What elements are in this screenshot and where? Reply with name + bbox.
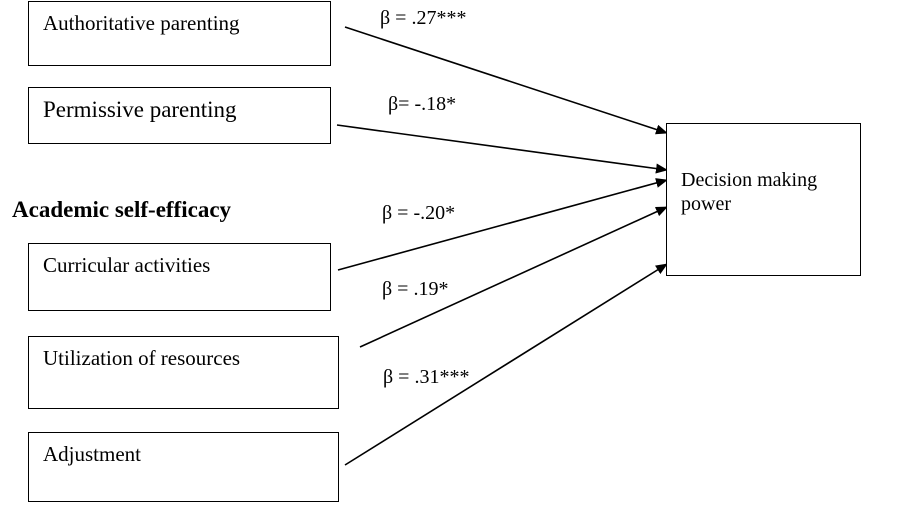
coef-permissive: β= -.18* (388, 93, 457, 115)
arrow-authoritative-to-decision (344, 26, 668, 135)
coef-utilization: β = .19* (382, 278, 449, 300)
coef-authoritative: β = .27*** (380, 7, 467, 29)
coef-curricular: β = -.20* (382, 202, 456, 224)
box-adjustment: Adjustment (28, 432, 339, 502)
box-permissive-parenting: Permissive parenting (28, 87, 331, 144)
box-decision-making-power: Decision making power (666, 123, 861, 276)
coef-adjustment: β = .31*** (383, 366, 470, 388)
box-authoritative-parenting: Authoritative parenting (28, 1, 331, 66)
arrow-utilization-to-decision (359, 206, 668, 348)
section-heading-academic-self-efficacy: Academic self-efficacy (12, 197, 232, 222)
box-curricular-activities: Curricular activities (28, 243, 331, 311)
arrow-permissive-to-decision (336, 124, 668, 174)
box-utilization-of-resources: Utilization of resources (28, 336, 339, 409)
arrow-curricular-to-decision (337, 178, 668, 271)
arrow-adjustment-to-decision (344, 263, 668, 466)
